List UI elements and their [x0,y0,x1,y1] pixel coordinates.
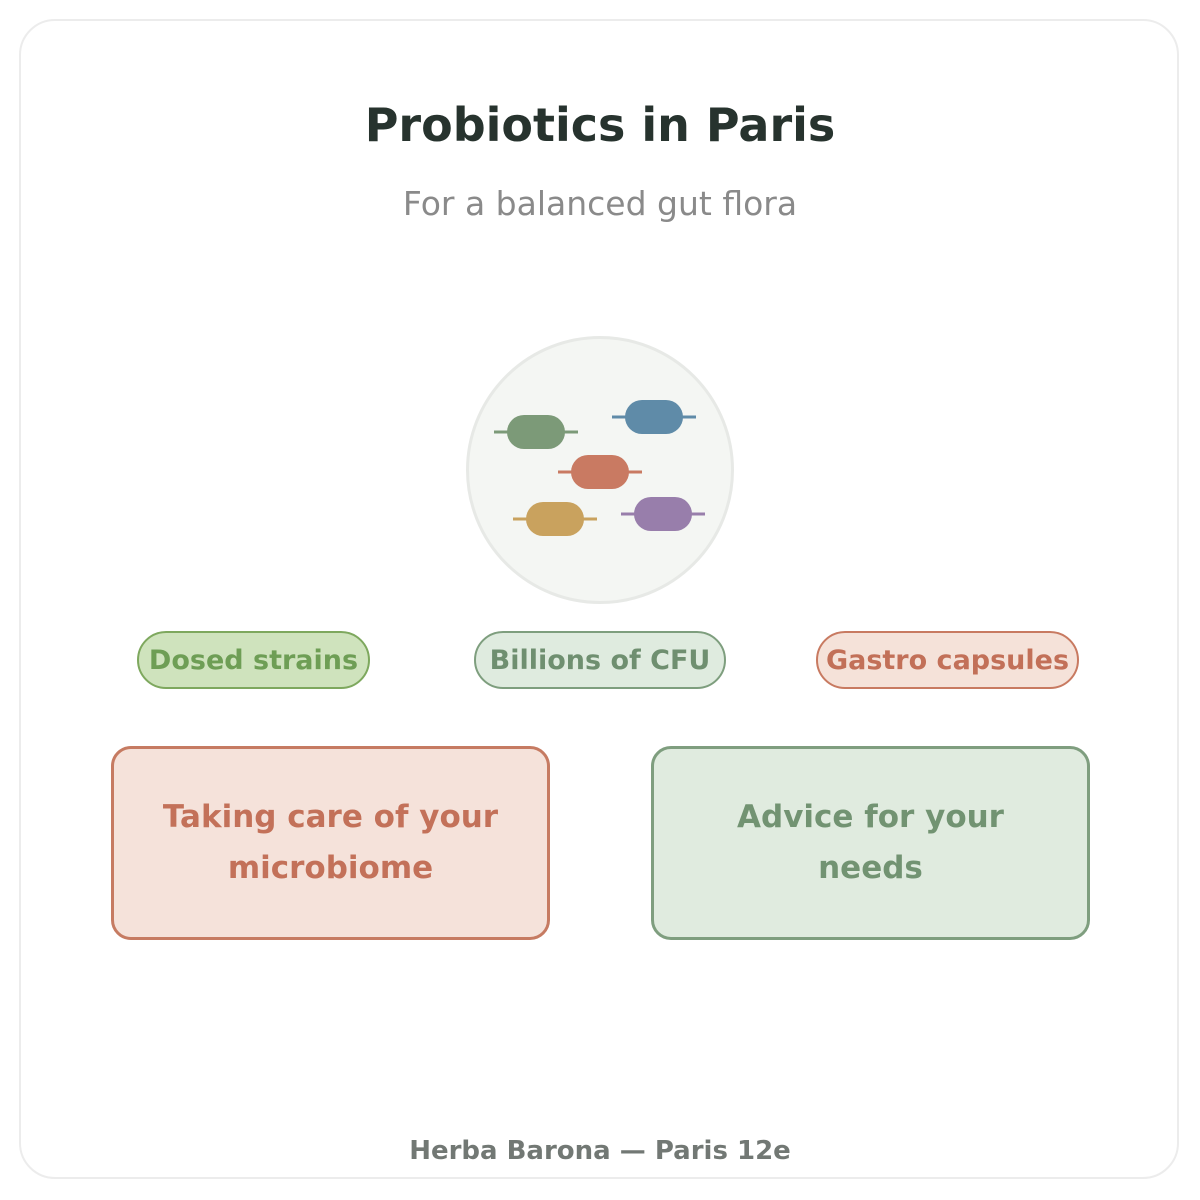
badge-billions-of-cfu: Billions of CFU [474,631,726,689]
card-microbiome-care: Taking care of your microbiome [111,746,550,940]
page-title: Probiotics in Paris [364,98,836,152]
bacterium-blue-icon [612,400,696,434]
badge-gastro-capsules: Gastro capsules [816,631,1079,689]
bacterium-orange-icon [558,455,642,489]
bacteria-cluster-icon [494,400,705,536]
page-subtitle: For a balanced gut flora [402,184,798,223]
bacteria-illustration [466,336,734,604]
card-advice: Advice for your needs [651,746,1090,940]
card-microbiome-care-text: Taking care of your microbiome [162,799,499,886]
footer-brand: Herba Barona — Paris 12e [409,1136,791,1166]
bacterium-yellow-icon [513,502,597,536]
card-advice-text: Advice for your needs [737,799,1004,886]
bacterium-green-icon [494,415,578,449]
badge-dosed-strains: Dosed strains [137,631,370,689]
bacterium-purple-icon [621,497,705,531]
